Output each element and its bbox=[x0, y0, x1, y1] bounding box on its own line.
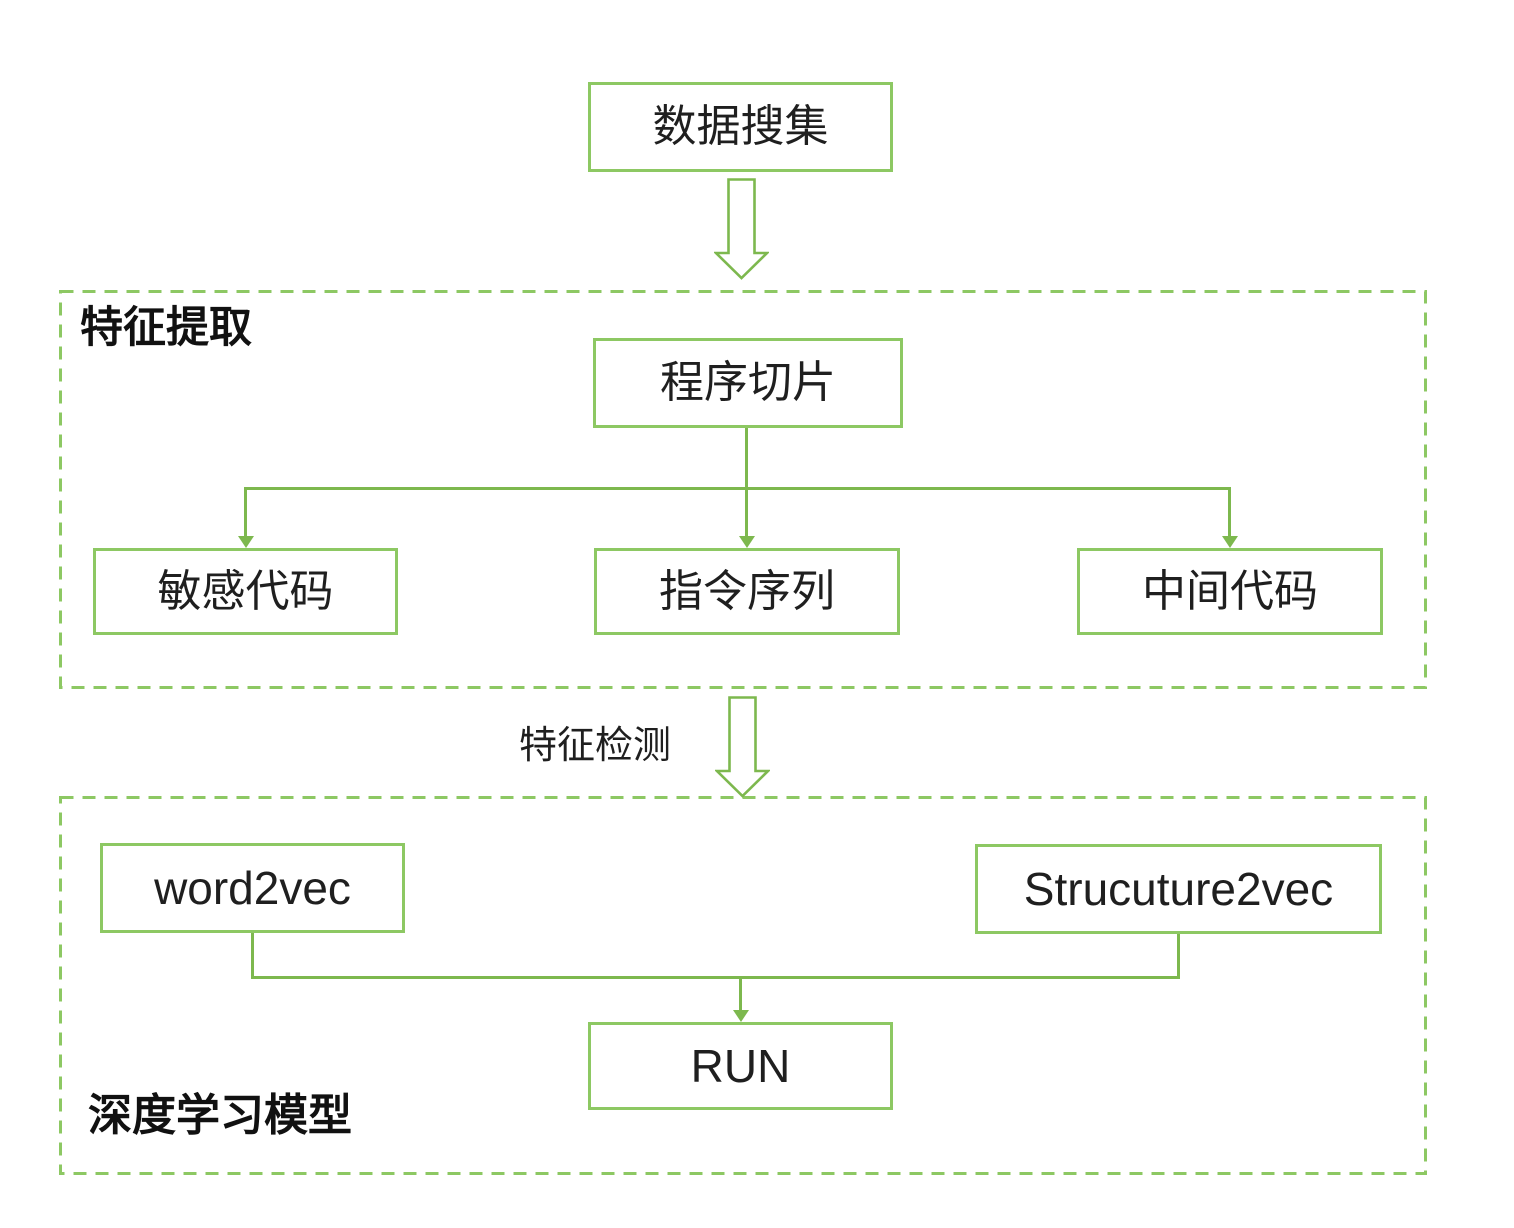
connector-drop-instruction-sequence bbox=[745, 487, 748, 537]
dashed-border-feature-extraction bbox=[59, 290, 1427, 689]
arrowhead-sensitive-code bbox=[238, 536, 254, 548]
hollow-down-arrow-1 bbox=[714, 178, 769, 280]
connector-merge-rail bbox=[251, 976, 1180, 979]
node-strucuture2vec: Strucuture2vec bbox=[975, 844, 1382, 934]
connector-drop-sensitive-code bbox=[244, 487, 247, 537]
connector-branch-rail bbox=[244, 487, 1231, 490]
group-label-feature-extraction: 特征提取 bbox=[80, 304, 252, 352]
group-feature-extraction: 特征提取 bbox=[59, 290, 1427, 689]
arrowhead-instruction-sequence bbox=[739, 536, 755, 548]
group-label-deep-learning-model: 深度学习模型 bbox=[88, 1091, 352, 1140]
arrowhead-intermediate-code bbox=[1222, 536, 1238, 548]
node-instruction-sequence: 指令序列 bbox=[594, 548, 900, 635]
hollow-down-arrow-2 bbox=[715, 696, 770, 798]
node-sensitive-code: 敏感代码 bbox=[93, 548, 398, 635]
node-data-collection: 数据搜集 bbox=[588, 82, 893, 172]
node-intermediate-code: 中间代码 bbox=[1077, 548, 1383, 635]
connector-slicing-stem bbox=[745, 428, 748, 489]
connector-drop-run bbox=[739, 978, 742, 1012]
connector-drop-strucuture2vec bbox=[1177, 934, 1180, 979]
connector-drop-word2vec bbox=[251, 933, 254, 979]
group-deep-learning-model: 深度学习模型 bbox=[59, 796, 1427, 1175]
node-program-slicing: 程序切片 bbox=[593, 338, 903, 428]
dashed-border-deep-learning-model bbox=[59, 796, 1427, 1175]
connector-drop-intermediate-code bbox=[1228, 487, 1231, 537]
node-run: RUN bbox=[588, 1022, 893, 1110]
node-word2vec: word2vec bbox=[100, 843, 405, 933]
arrowhead-run bbox=[733, 1010, 749, 1022]
edge-label-feature-detection: 特征检测 bbox=[519, 725, 672, 767]
